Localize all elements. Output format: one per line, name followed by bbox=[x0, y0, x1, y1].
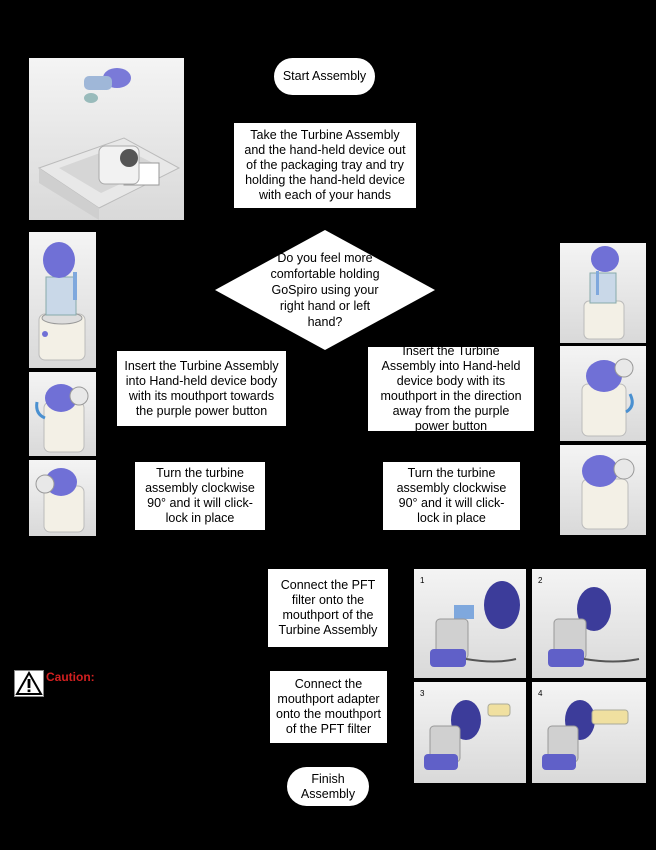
take-out-step-text: Take the Turbine Assembly and the hand-h… bbox=[244, 128, 406, 202]
step-number-4: 4 bbox=[538, 689, 543, 698]
turn-right-hand-step: Turn the turbine assembly clockwise 90° … bbox=[135, 462, 265, 530]
filter-step-2-image: 2 bbox=[532, 569, 646, 678]
step-number-2: 2 bbox=[538, 576, 543, 585]
warning-triangle-icon bbox=[14, 670, 44, 697]
connect-mouthport-adapter-text: Connect the mouthport adapter onto the m… bbox=[276, 677, 381, 736]
rotate-right-hand-image bbox=[29, 372, 96, 456]
connect-pft-filter-text: Connect the PFT filter onto the mouthpor… bbox=[278, 578, 378, 637]
insert-left-hand-step: Insert the Turbine Assembly into Hand-he… bbox=[368, 344, 534, 433]
caution-label: Caution: bbox=[46, 670, 95, 684]
connect-pft-filter-step: Connect the PFT filter onto the mouthpor… bbox=[268, 569, 388, 647]
finish-assembly-label: Finish Assembly bbox=[300, 771, 356, 801]
hand-preference-decision: Do you feel more comfortable holding GoS… bbox=[214, 229, 436, 351]
turn-right-hand-text: Turn the turbine assembly clockwise 90° … bbox=[145, 466, 255, 525]
locked-right-hand-image bbox=[29, 460, 96, 536]
start-assembly-label: Start Assembly bbox=[282, 69, 367, 83]
decision-diamond-shape bbox=[215, 230, 435, 350]
decision-question-text: Do you feel more comfortable holding GoS… bbox=[270, 251, 380, 329]
adapter-step-4-image: 4 bbox=[532, 682, 646, 783]
packaging-tray-image bbox=[29, 58, 184, 220]
turn-left-hand-text: Turn the turbine assembly clockwise 90° … bbox=[396, 466, 507, 525]
step-number-3: 3 bbox=[420, 689, 425, 698]
insert-left-hand-image bbox=[560, 243, 646, 343]
caution-notice: Caution: bbox=[14, 670, 95, 697]
filter-step-1-image: 1 bbox=[414, 569, 526, 678]
connect-mouthport-adapter-step: Connect the mouthport adapter onto the m… bbox=[270, 671, 387, 743]
locked-left-hand-image bbox=[560, 445, 646, 535]
insert-left-hand-text: Insert the Turbine Assembly into Hand-he… bbox=[380, 344, 522, 433]
adapter-step-3-image: 3 bbox=[414, 682, 526, 783]
finish-assembly-node: Finish Assembly bbox=[287, 767, 369, 806]
take-out-step: Take the Turbine Assembly and the hand-h… bbox=[234, 123, 416, 208]
step-number-1: 1 bbox=[420, 576, 425, 585]
insert-right-hand-image bbox=[29, 232, 96, 368]
rotate-left-hand-image bbox=[560, 346, 646, 441]
insert-right-hand-text: Insert the Turbine Assembly into Hand-he… bbox=[124, 358, 279, 418]
start-assembly-node: Start Assembly bbox=[274, 58, 375, 95]
insert-right-hand-step: Insert the Turbine Assembly into Hand-he… bbox=[117, 351, 286, 426]
turn-left-hand-step: Turn the turbine assembly clockwise 90° … bbox=[383, 462, 520, 530]
